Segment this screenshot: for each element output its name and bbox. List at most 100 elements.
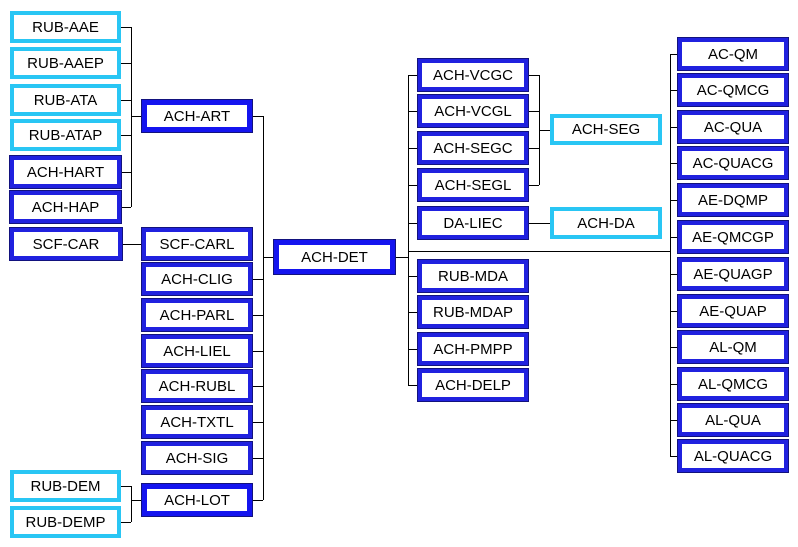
node-label: ACH-TXTL	[160, 413, 234, 431]
node-label: RUB-ATA	[33, 91, 98, 109]
node-label: ACH-LOT	[164, 491, 230, 509]
node-label: AL-QUA	[705, 411, 761, 429]
node-scf-car[interactable]: SCF-CAR	[10, 228, 122, 260]
node-label: RUB-DEMP	[25, 513, 106, 531]
node-ach-segc[interactable]: ACH-SEGC	[418, 132, 528, 164]
connector-line	[670, 127, 678, 128]
node-rub-aaep[interactable]: RUB-AAEP	[10, 47, 121, 79]
node-label: DA-LIEC	[443, 214, 503, 232]
connector-line	[252, 351, 263, 352]
connector-line	[121, 100, 131, 101]
node-label: ACH-PARL	[159, 306, 235, 324]
node-rub-aae[interactable]: RUB-AAE	[10, 11, 121, 43]
node-rub-dem[interactable]: RUB-DEM	[10, 470, 121, 502]
connector-line	[131, 486, 132, 522]
node-ach-lot[interactable]: ACH-LOT	[142, 484, 252, 516]
node-ach-da[interactable]: ACH-DA	[550, 207, 662, 239]
node-rub-atap[interactable]: RUB-ATAP	[10, 119, 121, 151]
connector-line	[408, 276, 418, 277]
connector-line	[408, 75, 418, 76]
connector-line	[528, 148, 539, 149]
connector-line	[670, 90, 678, 91]
node-rub-demp[interactable]: RUB-DEMP	[10, 506, 121, 538]
node-scf-carl[interactable]: SCF-CARL	[142, 228, 252, 260]
node-ac-qua[interactable]: AC-QUA	[678, 111, 788, 143]
node-label: RUB-AAE	[32, 18, 99, 36]
node-ach-clig[interactable]: ACH-CLIG	[142, 263, 252, 295]
node-ach-pmpp[interactable]: ACH-PMPP	[418, 333, 528, 365]
connector-line	[670, 200, 678, 201]
node-ae-quagp[interactable]: AE-QUAGP	[678, 258, 788, 290]
node-rub-ata[interactable]: RUB-ATA	[10, 84, 121, 116]
connector-line	[252, 279, 263, 280]
node-label: SCF-CARL	[159, 235, 235, 253]
node-ach-art[interactable]: ACH-ART	[142, 100, 252, 132]
node-ae-qmcgp[interactable]: AE-QMCGP	[678, 221, 788, 253]
node-ach-rubl[interactable]: ACH-RUBL	[142, 370, 252, 402]
node-ach-segl[interactable]: ACH-SEGL	[418, 169, 528, 201]
node-ach-hart[interactable]: ACH-HART	[10, 156, 121, 188]
connector-line	[408, 349, 418, 350]
node-label: AE-QUAP	[699, 302, 767, 320]
node-label: AL-QM	[709, 338, 757, 356]
node-ac-qmcg[interactable]: AC-QMCG	[678, 74, 788, 106]
connector-line	[670, 420, 678, 421]
node-label: ACH-SEGC	[433, 139, 513, 157]
node-ach-parl[interactable]: ACH-PARL	[142, 299, 252, 331]
node-rub-mdap[interactable]: RUB-MDAP	[418, 296, 528, 328]
node-ach-vcgl[interactable]: ACH-VCGL	[418, 95, 528, 127]
node-label: ACH-PMPP	[433, 340, 513, 358]
node-label: ACH-VCGC	[432, 66, 513, 84]
connector-line	[121, 522, 131, 523]
node-al-qm[interactable]: AL-QM	[678, 331, 788, 363]
connector-line	[121, 486, 131, 487]
connector-line	[408, 223, 418, 224]
node-label: AL-QMCG	[697, 375, 768, 393]
connector-line	[252, 116, 263, 117]
node-ach-delp[interactable]: ACH-DELP	[418, 369, 528, 401]
node-label: ACH-CLIG	[161, 270, 233, 288]
node-label: ACH-DET	[301, 248, 368, 266]
connector-line	[121, 63, 131, 64]
node-label: ACH-HART	[26, 163, 105, 181]
node-ach-det[interactable]: ACH-DET	[274, 240, 395, 274]
connector-line	[252, 386, 263, 387]
node-ach-vcgc[interactable]: ACH-VCGC	[418, 59, 528, 91]
node-label: RUB-MDAP	[432, 303, 513, 321]
node-ach-txtl[interactable]: ACH-TXTL	[142, 406, 252, 438]
connector-line	[408, 251, 670, 252]
node-ach-seg[interactable]: ACH-SEG	[550, 114, 662, 145]
connector-line	[408, 148, 418, 149]
connector-line	[263, 257, 274, 258]
connector-line	[408, 75, 409, 385]
connector-line	[528, 223, 550, 224]
node-ach-hap[interactable]: ACH-HAP	[10, 191, 121, 223]
connector-line	[408, 385, 418, 386]
connector-line	[528, 111, 539, 112]
node-label: SCF-CAR	[32, 235, 100, 253]
connector-line	[670, 274, 678, 275]
node-ac-qm[interactable]: AC-QM	[678, 38, 788, 70]
node-ach-sig[interactable]: ACH-SIG	[142, 442, 252, 474]
connector-line	[121, 27, 131, 28]
node-ach-liel[interactable]: ACH-LIEL	[142, 335, 252, 367]
connector-line	[131, 27, 132, 207]
node-al-qua[interactable]: AL-QUA	[678, 404, 788, 436]
node-label: AC-QUACG	[692, 154, 774, 172]
node-label: ACH-DA	[577, 214, 635, 232]
node-al-qmcg[interactable]: AL-QMCG	[678, 368, 788, 400]
node-ae-quap[interactable]: AE-QUAP	[678, 295, 788, 327]
node-label: ACH-DELP	[435, 376, 511, 394]
node-al-quacg[interactable]: AL-QUACG	[678, 440, 788, 472]
node-da-liec[interactable]: DA-LIEC	[418, 207, 528, 239]
node-label: RUB-MDA	[438, 267, 508, 285]
node-label: ACH-SIG	[165, 449, 229, 467]
node-ae-dqmp[interactable]: AE-DQMP	[678, 184, 788, 216]
node-label: RUB-AAEP	[27, 54, 104, 72]
node-label: ACH-SEGL	[434, 176, 512, 194]
node-rub-mda[interactable]: RUB-MDA	[418, 260, 528, 292]
node-label: RUB-ATAP	[28, 126, 103, 144]
connector-line	[131, 500, 142, 501]
node-ac-quacg[interactable]: AC-QUACG	[678, 147, 788, 179]
